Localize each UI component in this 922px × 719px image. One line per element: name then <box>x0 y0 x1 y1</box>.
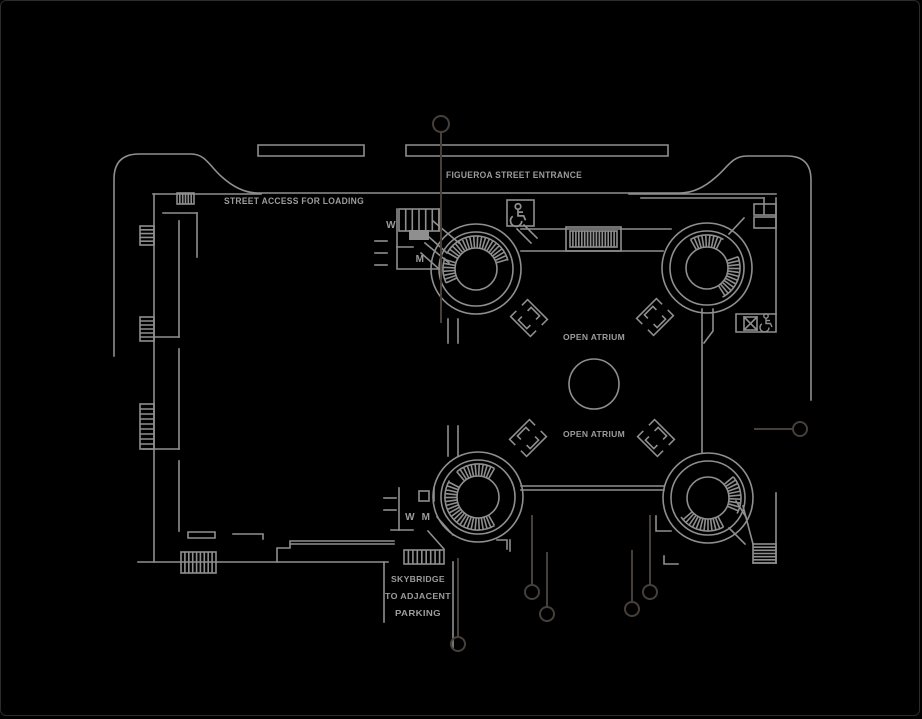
label-skybridge-2: TO ADJACENT <box>385 591 452 601</box>
curved-stair-hatch <box>723 476 742 514</box>
curved-stair-hatch <box>680 511 725 532</box>
tower-southwest <box>432 451 524 543</box>
floor-plan-linework <box>113 144 812 649</box>
stair-box-west-2 <box>139 316 155 342</box>
entrance-canopy-east <box>405 144 669 157</box>
stair-box-west-1 <box>139 225 155 246</box>
west-wing-walls <box>137 193 395 563</box>
walkway-connections <box>447 226 714 491</box>
door-x-symbol <box>743 316 758 331</box>
pin-bottom-4[interactable] <box>624 550 640 617</box>
label-skybridge-1: SKYBRIDGE <box>391 574 445 584</box>
curved-stair-hatch <box>444 480 496 531</box>
stair-skybridge <box>403 549 445 565</box>
curved-stair-hatch <box>689 234 724 251</box>
curved-stair-hatch <box>442 257 458 284</box>
label-open-atrium-lower: OPEN ATRIUM <box>563 429 625 439</box>
street-curb-outline <box>113 153 812 401</box>
bench-hatch <box>569 230 618 248</box>
tower-southeast <box>662 452 754 544</box>
pin-right[interactable] <box>754 421 808 437</box>
pin-bottom-1[interactable] <box>450 558 466 652</box>
wheelchair-icons <box>509 202 773 333</box>
label-restroom-men-lower: M <box>422 512 431 523</box>
wheelchair-icon-north-entry <box>509 202 527 228</box>
pin-top[interactable] <box>432 115 450 323</box>
pin-bottom-3[interactable] <box>539 552 555 622</box>
stair-comb-northwest <box>176 192 195 205</box>
restroom-stalls-upper <box>398 208 440 232</box>
plan-labels: FIGUEROA STREET ENTRANCE STREET ACCESS F… <box>224 170 625 618</box>
label-restroom-women-lower: W <box>405 512 415 523</box>
accessible-entry-box-north <box>506 199 539 245</box>
atrium-fountain-circle <box>568 358 620 410</box>
pin-bottom-2[interactable] <box>524 515 540 600</box>
wheelchair-icon-east-service <box>759 313 773 333</box>
annotation-pins <box>432 115 808 652</box>
tower-northeast <box>661 222 753 314</box>
northeast-service-rooms <box>628 193 777 333</box>
label-street-access-loading: STREET ACCESS FOR LOADING <box>224 196 364 206</box>
escalator-symbol <box>635 297 675 337</box>
entrance-canopy-west <box>257 144 365 157</box>
label-restroom-men-upper: M <box>416 254 425 265</box>
pin-bottom-5[interactable] <box>642 515 658 600</box>
curved-stair-hatch <box>717 255 741 298</box>
label-figueroa-entrance: FIGUEROA STREET ENTRANCE <box>446 170 582 181</box>
tower-northwest <box>430 223 522 315</box>
label-skybridge-3: PARKING <box>395 608 441 618</box>
stair-box-west-3 <box>139 403 155 450</box>
stair-southeast <box>752 543 777 564</box>
stair-southwest <box>180 551 217 574</box>
label-open-atrium-upper: OPEN ATRIUM <box>563 332 625 342</box>
label-restroom-women-upper: W <box>386 220 396 231</box>
escalator-symbol <box>636 418 676 458</box>
tower-linework <box>139 192 777 574</box>
curved-stair-hatch <box>446 235 509 264</box>
escalator-symbol <box>508 418 548 458</box>
escalator-symbol <box>509 298 549 338</box>
curved-stair-hatch <box>456 463 496 482</box>
skybridge-corridor <box>383 561 454 649</box>
lobby-bench <box>565 226 622 252</box>
